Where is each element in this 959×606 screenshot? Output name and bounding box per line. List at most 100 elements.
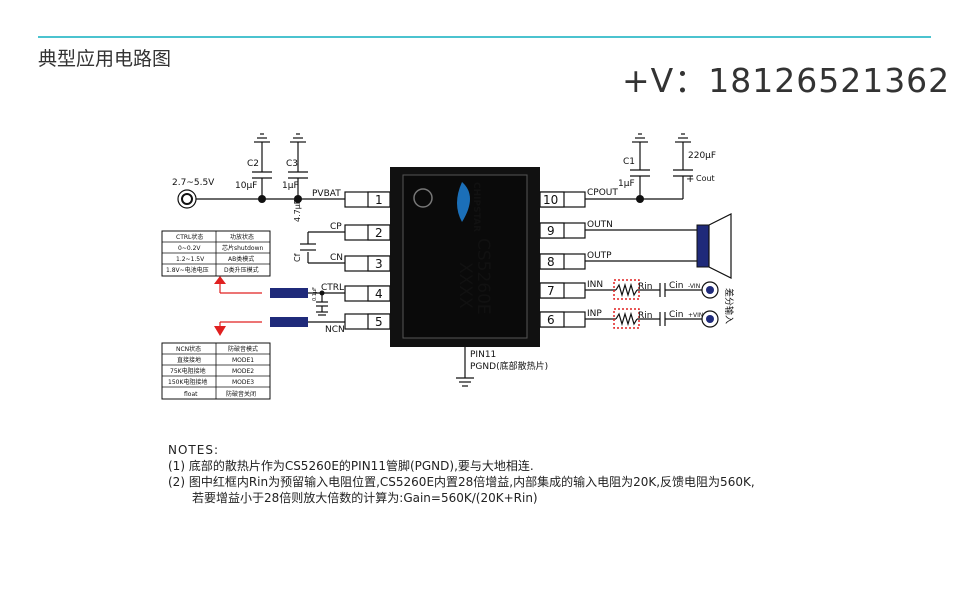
- junction-c3: [294, 195, 302, 203]
- input-terminal-neg-inner: [706, 286, 714, 294]
- left-pins: 1 2 3 4 5: [344, 191, 391, 330]
- ncn-arrow-down-icon: [214, 326, 226, 336]
- pin-4-number-box: [367, 285, 391, 302]
- junction-c1: [636, 195, 644, 203]
- pin-6-name: INP: [587, 309, 602, 319]
- ctrl-arrow-up-icon: [214, 276, 226, 284]
- supply-terminal-inner: [181, 193, 193, 205]
- c3-label: C3: [286, 159, 298, 169]
- pin1-indicator: [413, 188, 433, 208]
- ncn-table-cell: MODE2: [232, 368, 254, 375]
- rin-label-inn: Rin: [638, 282, 652, 292]
- pin-5-name: NCN: [325, 325, 345, 335]
- ctrl-table-header-1: CTRL状态: [176, 233, 203, 241]
- supply-network: [195, 133, 345, 200]
- pin-10-name: CPOUT: [587, 188, 618, 198]
- ncn-table-cell: 直接接地: [177, 356, 201, 364]
- rin-reserved-box-inn: [613, 279, 640, 300]
- ctrl-table-header-2: 功放状态: [230, 233, 254, 241]
- note-2-continued: 若要增益小于28倍则放大倍数的计算为:Gain=560K/(20K+Rin): [192, 491, 538, 505]
- pin-9-name: OUTN: [587, 220, 613, 230]
- pin-5-number-box: [367, 313, 391, 330]
- contact-number: +V：18126521362: [622, 61, 951, 100]
- pin-10-number-box: [539, 191, 565, 208]
- ncn-table-cell: MODE1: [232, 357, 254, 364]
- pgnd-network: [456, 347, 474, 387]
- c3-value: 1µF: [282, 181, 299, 191]
- speaker-icon: [585, 213, 732, 279]
- ctrl-cap-value: 0.1µF: [312, 287, 318, 301]
- ctrl-table-cell: 1.2~1.5V: [176, 256, 205, 263]
- c2-value: 10µF: [235, 181, 257, 191]
- ctrl-input-bar: [270, 288, 308, 298]
- vin-neg-label: -VIN: [688, 283, 700, 290]
- pin-6-number-box: [539, 311, 565, 328]
- ncn-input-bar: [270, 317, 308, 327]
- ncn-table-cell: float: [184, 391, 198, 398]
- pin-3-number-box: [367, 255, 391, 272]
- ncn-table-cell: 150K电阻接地: [168, 378, 207, 386]
- cout-label: Cout: [696, 174, 715, 183]
- ncn-table-cell: MODE3: [232, 379, 254, 386]
- pin-2-number-box: [367, 224, 391, 241]
- pin-4-number: 4: [375, 287, 383, 301]
- diff-input-label: 差分输入: [723, 288, 735, 324]
- cin-label-inn: Cin: [669, 281, 684, 291]
- cin-label-inp: Cin: [669, 310, 684, 320]
- cout-value: 220µF: [688, 151, 716, 161]
- pin-8-number-box: [539, 253, 565, 270]
- vin-pos-label: +VIN: [688, 312, 703, 319]
- ctrl-table-cell: D类升压模式: [224, 266, 259, 274]
- cout-polarity: +: [686, 174, 694, 185]
- note-1: (1) 底部的散热片作为CS5260E的PIN11管脚(PGND),要与大地相连…: [168, 459, 534, 473]
- ncn-table-header-1: NCN状态: [176, 345, 201, 353]
- pin-5-number: 5: [375, 315, 383, 329]
- pin-7-name: INN: [587, 280, 603, 290]
- pin-3-number: 3: [375, 257, 383, 271]
- ncn-mode-table: NCN状态 防破音模式 直接接地 MODE1 75K电阻接地 MODE2 150…: [161, 342, 271, 400]
- pin-9-number: 9: [547, 224, 555, 238]
- pin-7-number: 7: [547, 284, 555, 298]
- header-divider: [38, 36, 931, 38]
- input-network: [585, 282, 702, 327]
- ctrl-table-cell: 芯片shutdown: [222, 244, 263, 252]
- pin-7-number-box: [539, 282, 565, 299]
- pin-2-name: CP: [330, 222, 342, 232]
- ctrl-table-cell: AB类模式: [228, 255, 254, 263]
- ctrl-table-cell: 0~0.2V: [178, 245, 201, 252]
- pin-1-name: PVBAT: [312, 189, 341, 199]
- c1-value: 1µF: [618, 179, 635, 189]
- supply-voltage-label: 2.7~5.5V: [172, 178, 215, 188]
- input-terminal-pos-inner: [706, 315, 714, 323]
- chip-brand: CHIPSTAR: [471, 182, 481, 232]
- pin-1-number-box: [367, 191, 391, 208]
- c2-label: C2: [247, 159, 259, 169]
- rin-label-inp: Rin: [638, 311, 652, 321]
- pin-8-name: OUTP: [587, 251, 612, 261]
- ctrl-mode-table: CTRL状态 功放状态 0~0.2V 芯片shutdown 1.2~1.5V A…: [161, 230, 271, 277]
- chip-marking: XXXX: [455, 262, 475, 309]
- pgnd-label: PGND(底部散热片): [470, 360, 548, 372]
- chipstar-logo-icon: [457, 182, 470, 222]
- rin-reserved-box-inp: [613, 308, 640, 329]
- c1-label: C1: [623, 157, 635, 167]
- pin-3-name: CN: [330, 253, 343, 263]
- ncn-table-cell: 75K电阻接地: [170, 367, 206, 375]
- junction-c2: [258, 195, 266, 203]
- pin11-label: PIN11: [470, 350, 496, 360]
- pin-10-number: 10: [543, 193, 558, 207]
- junction-ctrl: [319, 290, 325, 296]
- ncn-table-cell: 防破音关闭: [226, 390, 256, 398]
- notes-section: NOTES: (1) 底部的散热片作为CS5260E的PIN11管脚(PGND)…: [168, 442, 755, 506]
- cpout-network: [585, 133, 693, 200]
- pin-6-number: 6: [547, 313, 555, 327]
- pin-2-number: 2: [375, 226, 383, 240]
- ncn-table-header-2: 防破音模式: [228, 345, 258, 353]
- pin-4-name: CTRL: [321, 283, 344, 293]
- flying-cap-network: [300, 231, 345, 264]
- pin-1-number: 1: [375, 193, 383, 207]
- pin-8-number: 8: [547, 255, 555, 269]
- pin-9-number-box: [539, 222, 565, 239]
- notes-title: NOTES:: [168, 443, 219, 457]
